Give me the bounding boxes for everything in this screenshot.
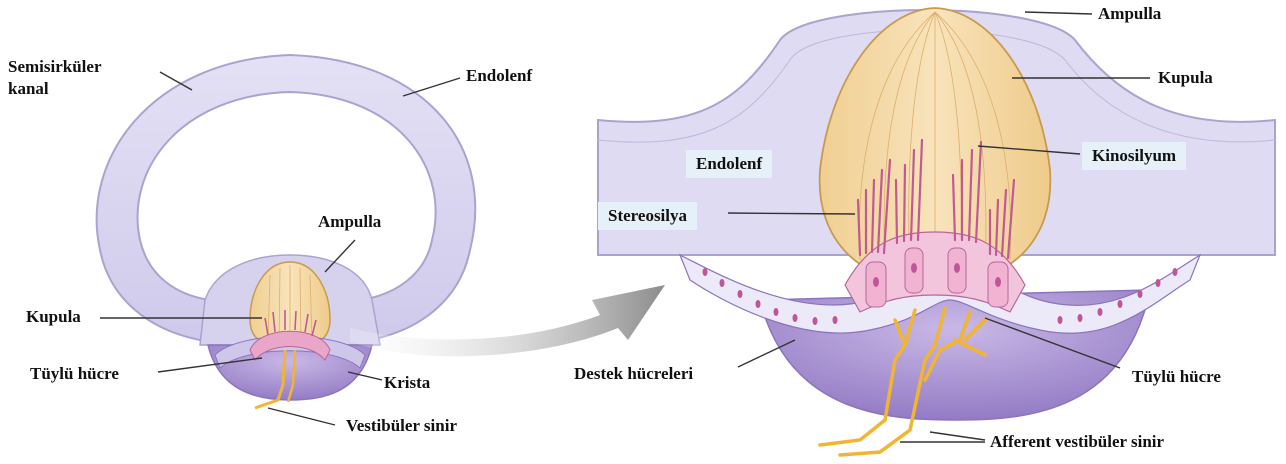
label-left-ampulla: Ampulla [318, 212, 381, 232]
label-left-tuylu-hucre: Tüylü hücre [30, 364, 119, 384]
label-left-kupula: Kupula [26, 307, 81, 327]
label-right-kupula: Kupula [1158, 68, 1213, 88]
label-stereosilya: Stereosilya [598, 202, 697, 230]
label-left-endolenf: Endolenf [466, 66, 532, 86]
label-krista: Krista [384, 373, 430, 393]
label-afferent-vestibuler-sinir: Afferent vestibüler sinir [990, 432, 1164, 452]
label-vestibuler-sinir: Vestibüler sinir [346, 416, 457, 436]
label-destek-hucreleri: Destek hücreleri [574, 364, 693, 384]
label-kinosilyum: Kinosilyum [1082, 142, 1186, 170]
label-semisirkuler-kanal: Semisirküler kanal [8, 56, 148, 100]
label-right-tuylu-hucre: Tüylü hücre [1132, 367, 1221, 387]
label-right-ampulla: Ampulla [1098, 4, 1161, 24]
label-right-endolenf: Endolenf [686, 150, 772, 178]
